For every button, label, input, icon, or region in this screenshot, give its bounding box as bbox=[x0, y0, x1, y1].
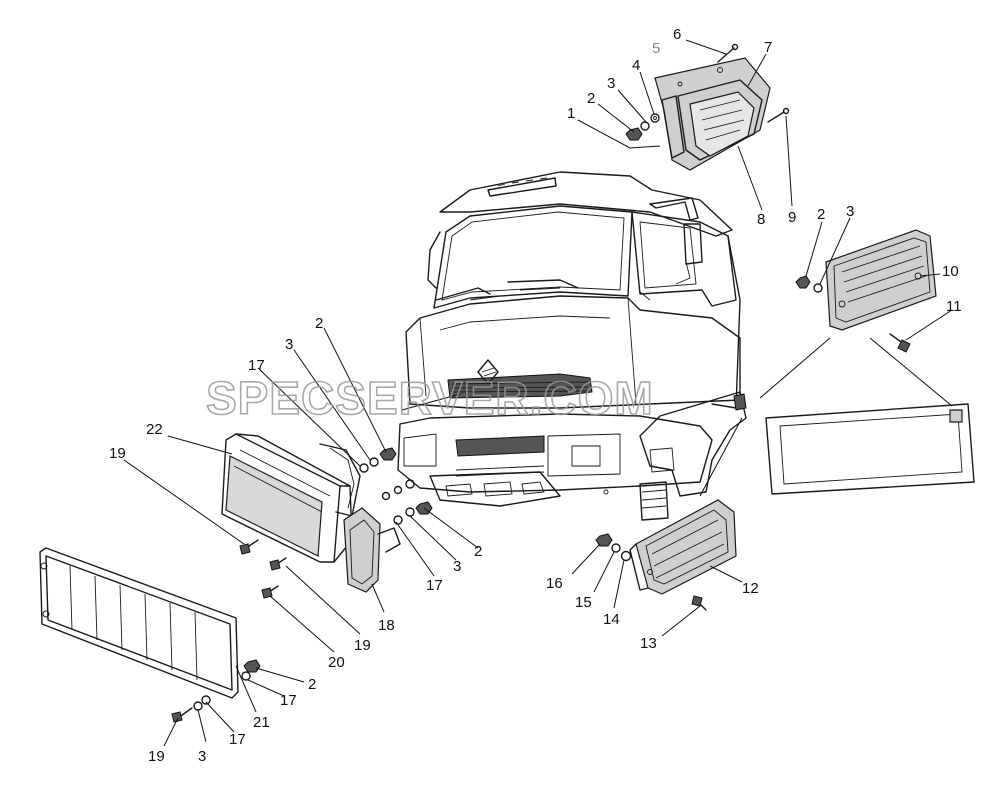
callout-label: 16 bbox=[546, 575, 563, 592]
callout-label: 13 bbox=[640, 635, 657, 652]
callout-label: 6 bbox=[673, 26, 681, 43]
callout-label: 22 bbox=[146, 421, 163, 438]
callout-label: 19 bbox=[148, 748, 165, 765]
watermark-text: SPECSERVER.COM bbox=[206, 372, 654, 424]
callout-label: 2 bbox=[474, 543, 482, 560]
corner-lamp bbox=[595, 417, 743, 611]
callout-label: 12 bbox=[742, 580, 759, 597]
callout-label: 15 bbox=[575, 594, 592, 611]
callout-label: 3 bbox=[285, 336, 293, 353]
leader-lines bbox=[123, 39, 953, 747]
callout-numbers: 1 2 3 4 5 6 7 8 9 2 3 10 11 2 3 17 22 19… bbox=[109, 26, 962, 765]
callout-label: 4 bbox=[632, 57, 640, 74]
callout-label: 8 bbox=[757, 211, 765, 228]
callout-label: 3 bbox=[453, 558, 461, 575]
callout-label: 19 bbox=[109, 445, 126, 462]
callout-label: 7 bbox=[764, 39, 772, 56]
callout-label: 17 bbox=[426, 577, 443, 594]
callout-label: 2 bbox=[817, 206, 825, 223]
callout-label: 3 bbox=[198, 748, 206, 765]
callout-label: 18 bbox=[378, 617, 395, 634]
callout-label: 21 bbox=[253, 714, 270, 731]
headlamp-guard-grille bbox=[39, 547, 261, 723]
roof-lamp-assembly bbox=[625, 43, 790, 171]
side-marker-detail bbox=[759, 337, 975, 495]
callout-label: 20 bbox=[328, 654, 345, 671]
callout-label: 9 bbox=[788, 209, 796, 226]
callout-label: 3 bbox=[846, 203, 854, 220]
callout-label: 11 bbox=[946, 298, 962, 315]
callout-label: 17 bbox=[280, 692, 297, 709]
callout-label: 17 bbox=[248, 357, 265, 374]
callout-label: 17 bbox=[229, 731, 246, 748]
callout-label: 3 bbox=[607, 75, 615, 92]
callout-label: 14 bbox=[603, 611, 620, 628]
callout-label: 19 bbox=[354, 637, 371, 654]
callout-label: 2 bbox=[308, 676, 316, 693]
side-marker-lamp bbox=[795, 229, 937, 353]
callout-label: 10 bbox=[942, 263, 959, 280]
callout-label: 2 bbox=[315, 315, 323, 332]
truck-cab bbox=[397, 171, 747, 521]
callout-label: 5 bbox=[652, 40, 660, 57]
callout-label: 2 bbox=[587, 90, 595, 107]
fog-lamp bbox=[343, 479, 433, 593]
callout-label: 1 bbox=[567, 105, 575, 122]
